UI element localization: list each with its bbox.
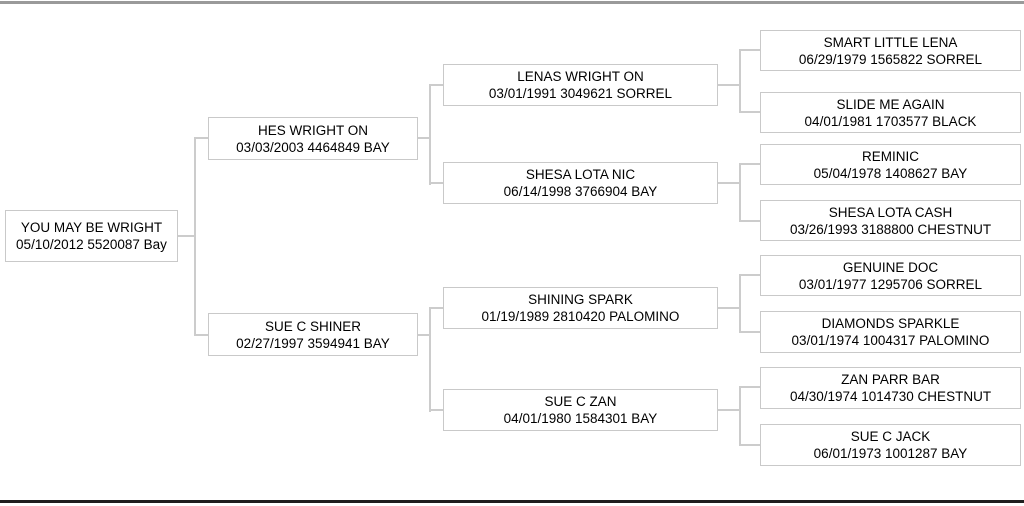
node-g4-8[interactable]: SUE C JACK 06/01/1973 1001287 BAY <box>760 424 1021 466</box>
connector <box>418 137 431 139</box>
connector <box>194 137 208 139</box>
horse-name: SUE C SHINER <box>264 318 362 334</box>
connector <box>739 163 760 165</box>
connector <box>739 49 760 51</box>
horse-detail: 02/27/1997 3594941 BAY <box>236 335 390 351</box>
connector <box>739 220 760 222</box>
horse-detail: 06/29/1979 1565822 SORREL <box>798 51 983 67</box>
connector <box>718 409 741 411</box>
horse-detail: 03/01/1977 1295706 SORREL <box>798 276 983 292</box>
bottom-rule <box>0 500 1024 503</box>
connector <box>429 307 431 412</box>
connector <box>739 49 741 113</box>
connector <box>739 274 741 333</box>
connector <box>429 84 443 86</box>
connector <box>739 163 741 222</box>
node-g4-2[interactable]: SLIDE ME AGAIN 04/01/1981 1703577 BLACK <box>760 92 1021 133</box>
node-g4-7[interactable]: ZAN PARR BAR 04/30/1974 1014730 CHESTNUT <box>760 367 1021 409</box>
connector <box>429 409 443 411</box>
node-maternal-granddam[interactable]: SUE C ZAN 04/01/1980 1584301 BAY <box>443 389 718 431</box>
node-g4-4[interactable]: SHESA LOTA CASH 03/26/1993 3188800 CHEST… <box>760 200 1021 241</box>
horse-name: SUE C ZAN <box>544 394 617 409</box>
horse-name: SHESA LOTA NIC <box>525 167 636 182</box>
node-g4-3[interactable]: REMINIC 05/04/1978 1408627 BAY <box>760 144 1021 185</box>
connector <box>718 307 741 309</box>
horse-detail: 03/26/1993 3188800 CHESTNUT <box>789 221 992 237</box>
node-paternal-grandsire[interactable]: LENAS WRIGHT ON 03/01/1991 3049621 SORRE… <box>443 64 718 106</box>
node-g4-6[interactable]: DIAMONDS SPARKLE 03/01/1974 1004317 PALO… <box>760 311 1021 353</box>
horse-detail: 03/01/1991 3049621 SORREL <box>488 86 673 101</box>
horse-name: HES WRIGHT ON <box>257 122 368 138</box>
connector <box>429 84 431 185</box>
horse-name: SLIDE ME AGAIN <box>836 96 945 112</box>
top-rule <box>0 1 1024 4</box>
horse-name: REMINIC <box>862 148 919 164</box>
horse-detail: 04/01/1981 1703577 BLACK <box>804 113 977 129</box>
node-paternal-granddam[interactable]: SHESA LOTA NIC 06/14/1998 3766904 BAY <box>443 162 718 204</box>
horse-detail: 06/14/1998 3766904 BAY <box>503 184 658 199</box>
horse-detail: 04/01/1980 1584301 BAY <box>503 411 658 426</box>
connector <box>739 386 760 388</box>
horse-detail: 05/10/2012 5520087 Bay <box>16 237 167 252</box>
node-g4-5[interactable]: GENUINE DOC 03/01/1977 1295706 SORREL <box>760 255 1021 296</box>
connector <box>418 334 431 336</box>
connector <box>739 274 760 276</box>
node-maternal-grandsire[interactable]: SHINING SPARK 01/19/1989 2810420 PALOMIN… <box>443 287 718 329</box>
connector <box>429 182 443 184</box>
connector <box>739 331 760 333</box>
horse-name: SHESA LOTA CASH <box>828 204 953 220</box>
horse-name: LENAS WRIGHT ON <box>517 69 644 84</box>
connector <box>739 386 741 446</box>
horse-detail: 05/04/1978 1408627 BAY <box>813 165 968 181</box>
node-sire[interactable]: HES WRIGHT ON 03/03/2003 4464849 BAY <box>208 117 418 160</box>
node-g4-1[interactable]: SMART LITTLE LENA 06/29/1979 1565822 SOR… <box>760 30 1021 71</box>
connector <box>739 444 760 446</box>
horse-detail: 01/19/1989 2810420 PALOMINO <box>481 309 680 324</box>
horse-name: DIAMONDS SPARKLE <box>821 316 960 331</box>
connector <box>718 84 741 86</box>
connector <box>194 137 196 336</box>
connector <box>178 235 196 237</box>
horse-name: GENUINE DOC <box>842 259 939 275</box>
horse-name: SUE C JACK <box>850 429 931 444</box>
node-subject[interactable]: YOU MAY BE WRIGHT 05/10/2012 5520087 Bay <box>5 210 178 262</box>
connector <box>739 111 760 113</box>
horse-detail: 04/30/1974 1014730 CHESTNUT <box>789 389 992 404</box>
connector <box>194 334 208 336</box>
horse-detail: 06/01/1973 1001287 BAY <box>813 446 968 461</box>
connector <box>429 307 443 309</box>
horse-detail: 03/01/1974 1004317 PALOMINO <box>791 333 990 348</box>
horse-name: SMART LITTLE LENA <box>823 34 958 50</box>
horse-name: SHINING SPARK <box>528 292 633 307</box>
connector <box>718 182 741 184</box>
horse-name: YOU MAY BE WRIGHT <box>20 220 163 235</box>
horse-detail: 03/03/2003 4464849 BAY <box>236 139 390 155</box>
horse-name: ZAN PARR BAR <box>841 372 940 387</box>
node-dam[interactable]: SUE C SHINER 02/27/1997 3594941 BAY <box>208 313 418 356</box>
